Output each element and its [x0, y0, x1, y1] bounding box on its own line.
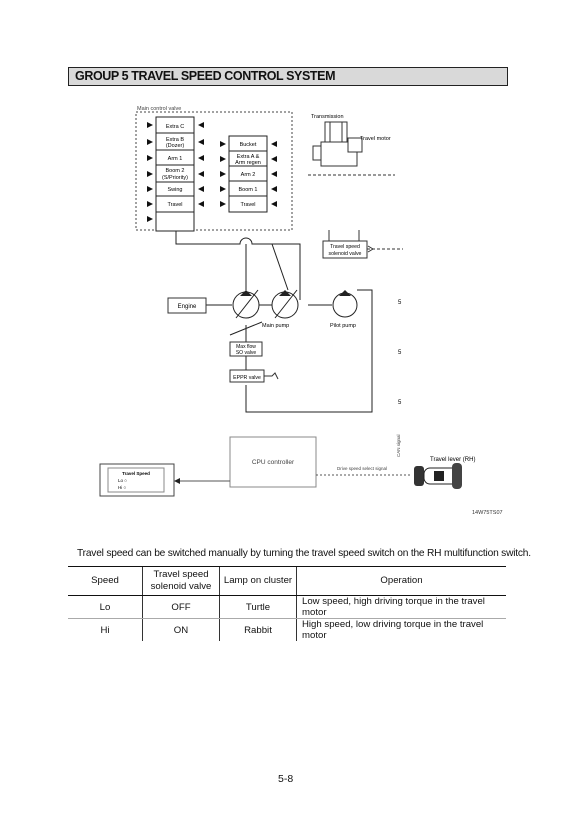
spool-swing: Swing: [168, 187, 183, 193]
spool-extra-a: Extra A &: [237, 154, 260, 160]
cell-solenoid: OFF: [142, 595, 220, 619]
cluster-line-hi: Hi ○: [118, 485, 126, 490]
cpu-controller: [229, 436, 317, 488]
travel-motor-label: Travel motor: [360, 136, 391, 142]
spool-arm-2: Arm 2: [241, 172, 256, 178]
signal-label: Drive speed select signal: [337, 466, 387, 471]
side-mark-2: 5: [398, 350, 402, 356]
travel-lever-icon: [414, 463, 462, 489]
left-spool-stack: Extra C Extra B (Dozer) Arm 1 Boom 2 (S/…: [155, 116, 195, 232]
spool-arm-regen: Arm regen: [235, 160, 261, 166]
eppr-label: EPPR valve: [233, 375, 261, 381]
spool-extra-c: Extra C: [166, 124, 184, 130]
cell-solenoid: ON: [142, 618, 220, 641]
solenoid-label-1: Travel speed: [330, 244, 360, 250]
cell-operation: High speed, low driving torque in the tr…: [296, 618, 506, 641]
travel-speed-diagram: Main control valve Extra C Extra B (Doze…: [99, 106, 503, 516]
spool-boom-2: Boom 2: [166, 168, 185, 174]
header-operation: Operation: [296, 566, 506, 596]
cpu-controller-label: CPU controller: [252, 459, 295, 466]
max-flow-label-2: SO valve: [236, 350, 257, 356]
spool-bucket: Bucket: [240, 142, 257, 148]
spool-travel-right: Travel: [240, 202, 255, 208]
spool-arm-1: Arm 1: [168, 156, 183, 162]
cell-lamp: Rabbit: [219, 618, 297, 641]
main-control-valve-outline: [135, 111, 293, 231]
table-header-row: Speed Travel speed solenoid valve Lamp o…: [68, 566, 506, 596]
main-pump: Main pump: [229, 289, 299, 336]
cell-speed: Hi: [100, 624, 110, 636]
travel-speed-solenoid-valve: Travel speed solenoid valve: [322, 230, 403, 259]
pilot-pump-label: Pilot pump: [330, 323, 356, 329]
hydraulic-lines: [175, 231, 373, 413]
engine-box: [167, 297, 207, 314]
spool-boom-1: Boom 1: [239, 187, 258, 193]
table-row: Lo OFF Turtle Low speed, high driving to…: [68, 595, 506, 619]
table-row: Hi ON Rabbit High speed, low driving tor…: [68, 618, 506, 641]
transmission-label: Transmission: [311, 114, 344, 120]
side-mark-3: 5: [398, 400, 402, 406]
main-control-valve-label: Main control valve: [137, 106, 181, 112]
right-spool-stack: Bucket Extra A & Arm regen Arm 2 Boom 1 …: [228, 135, 268, 213]
page-number: 5-8: [278, 773, 294, 785]
spool-dozer: (Dozer): [166, 143, 185, 149]
diagram-code: 14W75TS07: [472, 510, 503, 516]
signal-label-vertical: CAN signal: [396, 434, 401, 457]
side-mark-1: 5: [398, 300, 402, 306]
section-header: GROUP 5 TRAVEL SPEED CONTROL SYSTEM: [68, 67, 508, 86]
cluster-line-lo: Lo ○: [118, 478, 127, 483]
spool-port-markers: [147, 122, 277, 222]
header-solenoid: Travel speed solenoid valve: [142, 566, 220, 596]
header-speed: Speed: [68, 566, 143, 596]
cell-speed: Lo: [68, 595, 143, 619]
cell-operation: Low speed, high driving torque in the tr…: [296, 595, 506, 619]
header-lamp: Lamp on cluster: [219, 566, 297, 596]
solenoid-label-2: solenoid valve: [329, 251, 362, 257]
spool-s-priority: (S/Priority): [162, 175, 188, 181]
intro-text: Travel speed can be switched manually by…: [77, 548, 531, 559]
spool-extra-b: Extra B: [166, 137, 184, 143]
travel-speed-table: Speed Travel speed solenoid valve Lamp o…: [68, 566, 506, 641]
max-flow-valve: [229, 341, 263, 357]
engine-label: Engine: [178, 304, 197, 310]
travel-lever-label: Travel lever (RH): [430, 457, 475, 463]
max-flow-label-1: Max flow: [236, 344, 256, 350]
section-title: GROUP 5 TRAVEL SPEED CONTROL SYSTEM: [75, 69, 336, 83]
main-pump-label: Main pump: [262, 323, 289, 329]
pilot-pump: Pilot pump: [330, 290, 358, 329]
spool-travel-left: Travel: [167, 202, 182, 208]
cluster-title: Travel Speed: [122, 471, 150, 476]
travel-motor-assembly: Transmission Travel motor: [308, 114, 395, 176]
cell-lamp: Turtle: [219, 595, 297, 619]
